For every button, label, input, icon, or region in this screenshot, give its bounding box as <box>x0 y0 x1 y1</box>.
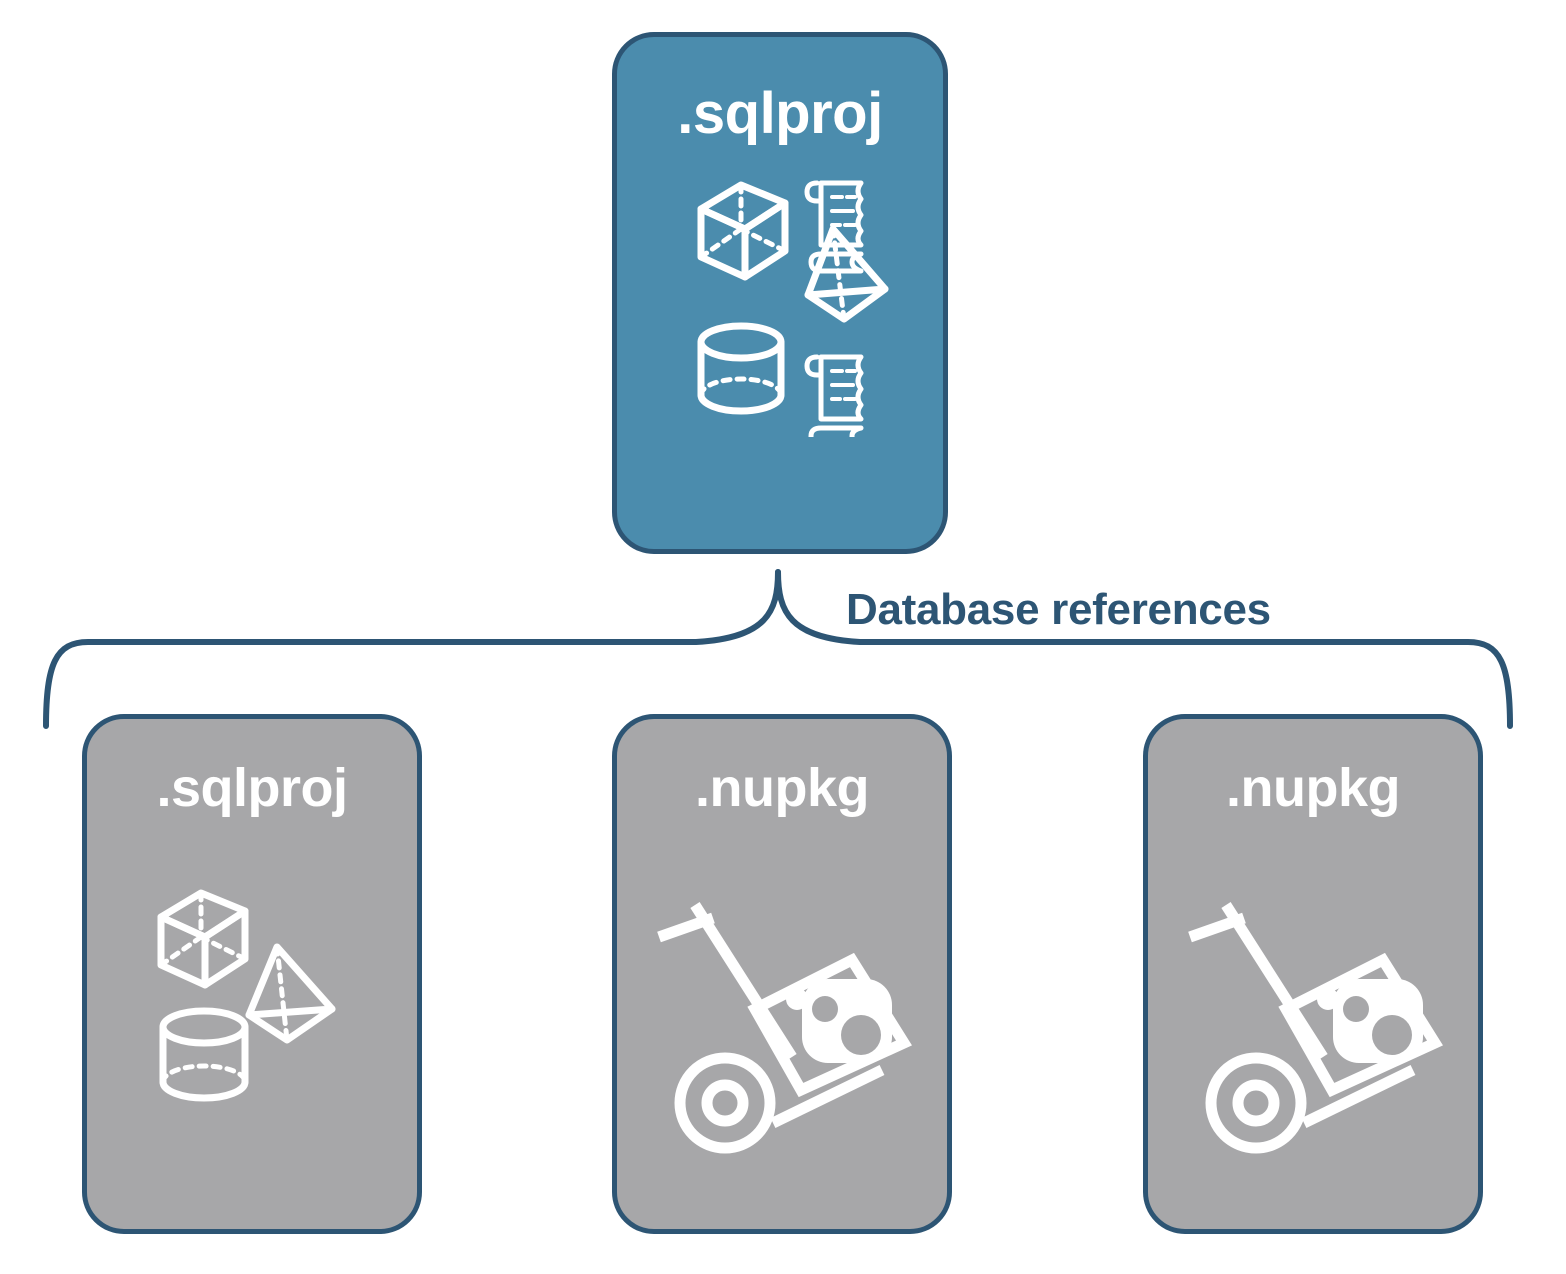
node-artwork <box>617 815 947 1229</box>
node-title: .nupkg <box>695 758 869 818</box>
pyramid-icon <box>245 943 336 1044</box>
script-scroll-icon <box>804 180 864 274</box>
package-hand-truck-icon <box>1188 902 1443 1154</box>
package-box <box>1278 952 1443 1098</box>
node-artwork <box>617 143 943 549</box>
connector-label: Database references <box>846 585 1271 634</box>
hand-truck-frame <box>657 902 885 1154</box>
node-artwork <box>87 815 417 1229</box>
cylinder-icon <box>697 322 785 415</box>
nuget-logo-cutouts <box>812 996 881 1055</box>
cylinder-icon <box>159 1007 249 1102</box>
pyramid-icon <box>804 225 889 323</box>
cube-icon <box>157 889 249 989</box>
hand-truck-frame <box>1188 902 1416 1154</box>
node-nupkg-reference-1[interactable]: .nupkg <box>612 714 952 1234</box>
node-title: .sqlproj <box>677 81 883 146</box>
node-title: .nupkg <box>1226 758 1400 818</box>
node-title: .sqlproj <box>156 758 348 818</box>
node-sqlproj-reference[interactable]: .sqlproj <box>82 714 422 1234</box>
nuget-logo <box>786 979 892 1063</box>
node-nupkg-reference-2[interactable]: .nupkg <box>1143 714 1483 1234</box>
sqlproj-shapes-artwork <box>157 889 336 1102</box>
package-hand-truck-icon <box>657 902 912 1154</box>
nuget-logo-cutouts <box>1343 996 1412 1055</box>
sqlproj-shapes-artwork <box>697 180 889 437</box>
nuget-logo <box>1317 979 1423 1063</box>
brace-left-arm <box>43 569 781 729</box>
script-scroll-icon <box>804 354 864 437</box>
node-artwork <box>1148 815 1478 1229</box>
node-sqlproj-root[interactable]: .sqlproj <box>612 32 948 554</box>
cube-icon <box>697 181 789 281</box>
package-box <box>747 952 912 1098</box>
